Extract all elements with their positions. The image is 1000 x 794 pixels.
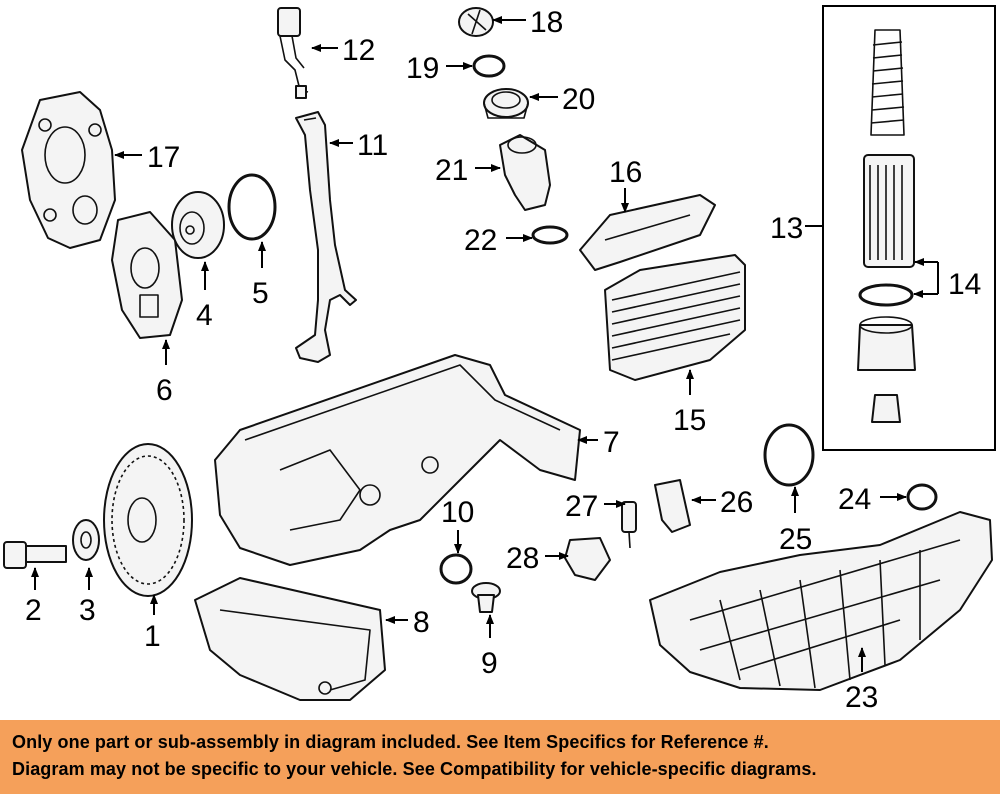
callout-28[interactable]: 28 [506,542,539,575]
callout-9[interactable]: 9 [481,647,498,680]
disclaimer-line-2: Diagram may not be specific to your vehi… [12,759,817,779]
callout-1[interactable]: 1 [144,620,161,653]
parts-diagram: 1 2 3 4 5 6 7 8 9 10 11 12 13 14 15 16 1… [3,5,996,714]
callout-20[interactable]: 20 [562,83,595,116]
callout-17[interactable]: 17 [147,141,180,174]
drain-plug-part[interactable] [471,582,501,613]
callout-7[interactable]: 7 [603,426,620,459]
callout-19[interactable]: 19 [406,52,439,85]
callout-8[interactable]: 8 [413,606,430,639]
filter-assembly-box [822,5,996,451]
sensor-28-part[interactable] [564,537,611,581]
callout-16[interactable]: 16 [609,156,642,189]
callout-4[interactable]: 4 [196,299,213,332]
washer-part[interactable] [72,519,100,561]
oil-cooler-part[interactable] [604,254,746,381]
adapter-20-part[interactable] [483,88,529,119]
callout-23[interactable]: 23 [845,681,878,714]
timing-cover-part[interactable] [21,91,116,249]
callout-3[interactable]: 3 [79,594,96,627]
callout-10[interactable]: 10 [441,496,474,529]
callout-12[interactable]: 12 [342,34,375,67]
connector-12-part[interactable] [277,7,309,99]
cover-plate-part[interactable] [111,211,183,339]
callout-21[interactable]: 21 [435,154,468,187]
seal-10-part[interactable] [439,553,473,585]
o-ring-5-part[interactable] [227,173,277,241]
callout-5[interactable]: 5 [252,277,269,310]
callout-25[interactable]: 25 [779,523,812,556]
bolt-part[interactable] [3,541,67,569]
gasket-22-part[interactable] [531,225,569,245]
callout-6[interactable]: 6 [156,374,173,407]
callout-15[interactable]: 15 [673,404,706,437]
callout-22[interactable]: 22 [464,224,497,257]
sensor-26-part[interactable] [654,479,691,533]
gasket-25-part[interactable] [763,423,815,487]
intake-manifold-part[interactable] [649,511,993,691]
callout-2[interactable]: 2 [25,594,42,627]
seal-pulley-part[interactable] [171,191,225,259]
seal-ring-19-part[interactable] [472,54,506,78]
flexplate-part[interactable] [103,443,193,597]
callout-13[interactable]: 13 [770,212,803,245]
oil-cap-part[interactable] [458,7,494,37]
callout-11[interactable]: 11 [357,129,388,162]
filler-neck-part[interactable] [499,134,551,211]
disclaimer-line-1: Only one part or sub-assembly in diagram… [12,732,769,752]
seal-24-part[interactable] [906,483,938,511]
callout-18[interactable]: 18 [530,6,563,39]
upper-oil-pan-part[interactable] [214,354,581,566]
sensor-27-part[interactable] [621,501,637,549]
callout-27[interactable]: 27 [565,490,598,523]
dipstick-tube-part[interactable] [295,111,357,363]
cooler-gasket-part[interactable] [579,194,716,271]
disclaimer-banner: Only one part or sub-assembly in diagram… [0,720,1000,794]
oil-filter-part[interactable] [857,29,916,423]
lower-oil-pan-part[interactable] [194,577,386,701]
callout-14[interactable]: 14 [948,268,981,301]
callout-26[interactable]: 26 [720,486,753,519]
callout-24[interactable]: 24 [838,483,871,516]
